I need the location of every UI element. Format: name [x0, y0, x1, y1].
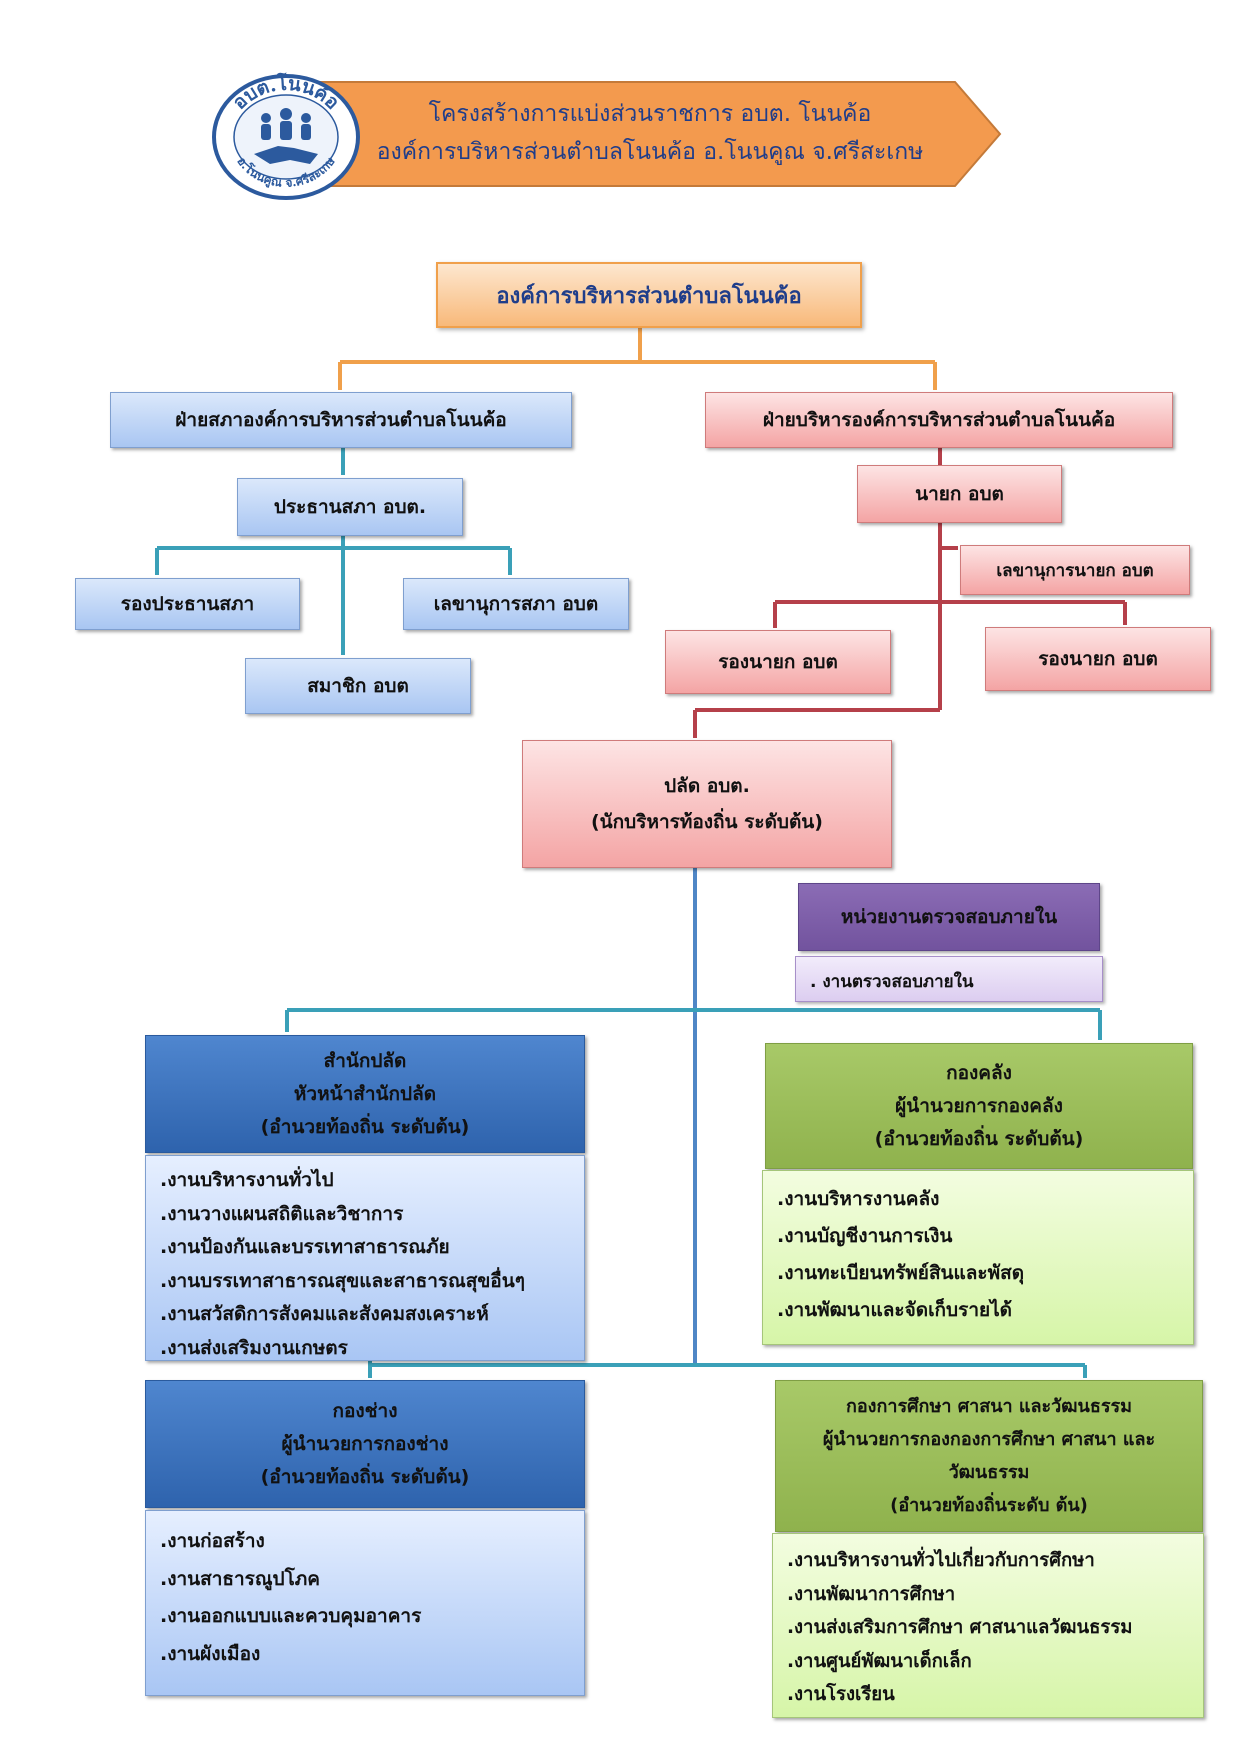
mayor-box: นายก อบต [857, 465, 1062, 523]
list-item: .งานวางแผนสถิติและวิชาการ [160, 1202, 404, 1225]
list-item: .งานป้องกันและบรรเทาสาธารณภัย [160, 1236, 450, 1258]
engineering-dept-level: (อำนวยท้องถิ่น ระดับต้น) [260, 1465, 470, 1488]
top-organization-box: องค์การบริหารส่วนตำบลโนนค้อ [436, 262, 862, 328]
deputy-mayor-1-box: รองนายก อบต [665, 630, 891, 694]
council-branch-box: ฝ่ายสภาองค์การบริหารส่วนตำบลโนนค้อ [110, 392, 572, 448]
engineering-dept-task-list: .งานก่อสร้าง .งานสาธารณูปโภค .งานออกแบบแ… [145, 1510, 585, 1696]
council-vice-chair-label: รองประธานสภา [120, 593, 255, 615]
list-item: .งานทะเบียนทรัพย์สินและพัสดุ [777, 1262, 1025, 1284]
list-item: .งานศูนย์พัฒนาเด็กเล็ก [787, 1650, 972, 1672]
education-dept-title: กองการศึกษา ศาสนา และวัฒนธรรม [845, 1396, 1133, 1417]
audit-unit-box: หน่วยงานตรวจสอบภายใน [798, 883, 1100, 951]
list-item: .งานก่อสร้าง [160, 1530, 265, 1552]
list-item: .งานพัฒนาการศึกษา [787, 1583, 956, 1605]
education-dept-head: ผู้นำนวยการกองกองการศึกษา ศาสนา และ [822, 1429, 1156, 1450]
palad-box: ปลัด อบต. (นักบริหารท้องถิ่น ระดับต้น) [522, 740, 892, 868]
palad-title: ปลัด อบต. [664, 775, 750, 797]
banner-line-1: โครงสร้างการแบ่งส่วนราชการ อบต. โนนค้อ [428, 101, 872, 127]
executive-connectors [693, 447, 1127, 738]
council-secretary-box: เลขานุการสภา อบต [403, 578, 629, 630]
top-connectors [338, 328, 937, 390]
finance-dept-title: กองคลัง [946, 1061, 1012, 1084]
deputy-mayor-2-label: รองนายก อบต [1038, 648, 1158, 670]
banner-title: โครงสร้างการแบ่งส่วนราชการ อบต. โนนค้อ อ… [340, 95, 960, 171]
office-dept-level: (อำนวยท้องถิ่น ระดับต้น) [260, 1115, 470, 1138]
education-dept-header: กองการศึกษา ศาสนา และวัฒนธรรม ผู้นำนวยกา… [775, 1380, 1203, 1532]
list-item: .งานส่งเสริมงานเกษตร [160, 1336, 348, 1359]
education-dept-task-list: .งานบริหารงานทั่วไปเกี่ยวกับการศึกษา .งา… [772, 1533, 1204, 1718]
list-item: .งานบรรเทาสาธารณสุขและสาธารณสุขอื่นๆ [160, 1269, 525, 1292]
list-item: .งานส่งเสริมการศึกษา ศาสนาแลวัฒนธรรม [787, 1617, 1133, 1638]
office-dept-task-list: .งานบริหารงานทั่วไป .งานวางแผนสถิติและวิ… [145, 1155, 585, 1361]
executive-branch-label: ฝ่ายบริหารองค์การบริหารส่วนตำบลโนนค้อ [762, 409, 1116, 431]
council-members-box: สมาชิก อบต [245, 658, 471, 714]
department-connectors [285, 865, 1102, 1378]
deputy-mayor-2-box: รองนายก อบต [985, 627, 1211, 691]
logo-seal: อบต.โนนค้อ อ.โนนคูณ จ.ศรีสะเกษ [212, 72, 360, 200]
council-branch-label: ฝ่ายสภาองค์การบริหารส่วนตำบลโนนค้อ [175, 409, 507, 431]
audit-unit-label: หน่วยงานตรวจสอบภายใน [840, 906, 1058, 928]
council-connectors [155, 448, 512, 655]
palad-level: (นักบริหารท้องถิ่น ระดับต้น) [591, 811, 823, 833]
finance-dept-head: ผู้นำนวยการกองคลัง [895, 1094, 1063, 1117]
council-chair-label: ประธานสภา อบต. [273, 496, 427, 518]
list-item: .งานบริหารงานทั่วไป [160, 1169, 334, 1191]
list-item: .งานสาธารณูปโภค [160, 1567, 321, 1590]
engineering-dept-title: กองช่าง [332, 1399, 398, 1422]
engineering-dept-header: กองช่าง ผู้นำนวยการกองช่าง (อำนวยท้องถิ่… [145, 1380, 585, 1508]
mayor-secretary-label: เลขานุการนายก อบต [996, 560, 1154, 581]
list-item: .งานผังเมือง [160, 1642, 261, 1665]
deputy-mayor-1-label: รองนายก อบต [718, 651, 838, 673]
handshake-icon [254, 146, 318, 164]
education-dept-level: (อำนวยท้องถิ่นระดับ ต้น) [890, 1495, 1088, 1516]
executive-branch-box: ฝ่ายบริหารองค์การบริหารส่วนตำบลโนนค้อ [705, 392, 1173, 448]
mayor-secretary-box: เลขานุการนายก อบต [960, 545, 1190, 595]
finance-dept-task-list: .งานบริหารงานคลัง .งานบัญชีงานการเงิน .ง… [762, 1170, 1194, 1345]
council-vice-chair-box: รองประธานสภา [75, 578, 300, 630]
council-secretary-label: เลขานุการสภา อบต [433, 593, 599, 615]
banner-line-2: องค์การบริหารส่วนตำบลโนนค้อ อ.โนนคูณ จ.ศ… [376, 139, 924, 165]
list-item: .งานบริหารงานคลัง [777, 1188, 940, 1210]
office-dept-title: สำนักปลัด [323, 1049, 407, 1072]
engineering-dept-head: ผู้นำนวยการกองช่าง [281, 1432, 449, 1455]
list-item: .งานพัฒนาและจัดเก็บรายได้ [777, 1299, 1013, 1321]
top-organization-label: องค์การบริหารส่วนตำบลโนนค้อ [496, 283, 802, 309]
list-item: .งานโรงเรียน [787, 1684, 895, 1705]
council-chair-box: ประธานสภา อบต. [237, 478, 463, 536]
finance-dept-level: (อำนวยท้องถิ่น ระดับต้น) [874, 1127, 1084, 1150]
audit-item-label: . งานตรวจสอบภายใน [810, 972, 974, 992]
finance-dept-header: กองคลัง ผู้นำนวยการกองคลัง (อำนวยท้องถิ่… [765, 1043, 1193, 1169]
council-members-label: สมาชิก อบต [307, 675, 409, 697]
office-dept-head: หัวหน้าสำนักปลัด [293, 1082, 437, 1105]
list-item: .งานบัญชีงานการเงิน [777, 1225, 953, 1247]
list-item: .งานสวัสดิการสังคมและสังคมสงเคราะห์ [160, 1303, 489, 1325]
people-icon [261, 108, 311, 140]
list-item: .งานออกแบบและควบคุมอาคาร [160, 1605, 422, 1627]
mayor-label: นายก อบต [915, 483, 1004, 505]
audit-item-box: . งานตรวจสอบภายใน [795, 956, 1103, 1002]
office-dept-header: สำนักปลัด หัวหน้าสำนักปลัด (อำนวยท้องถิ่… [145, 1035, 585, 1153]
list-item: .งานบริหารงานทั่วไปเกี่ยวกับการศึกษา [787, 1550, 1095, 1571]
education-dept-head-cont: วัฒนธรรม [948, 1462, 1030, 1483]
